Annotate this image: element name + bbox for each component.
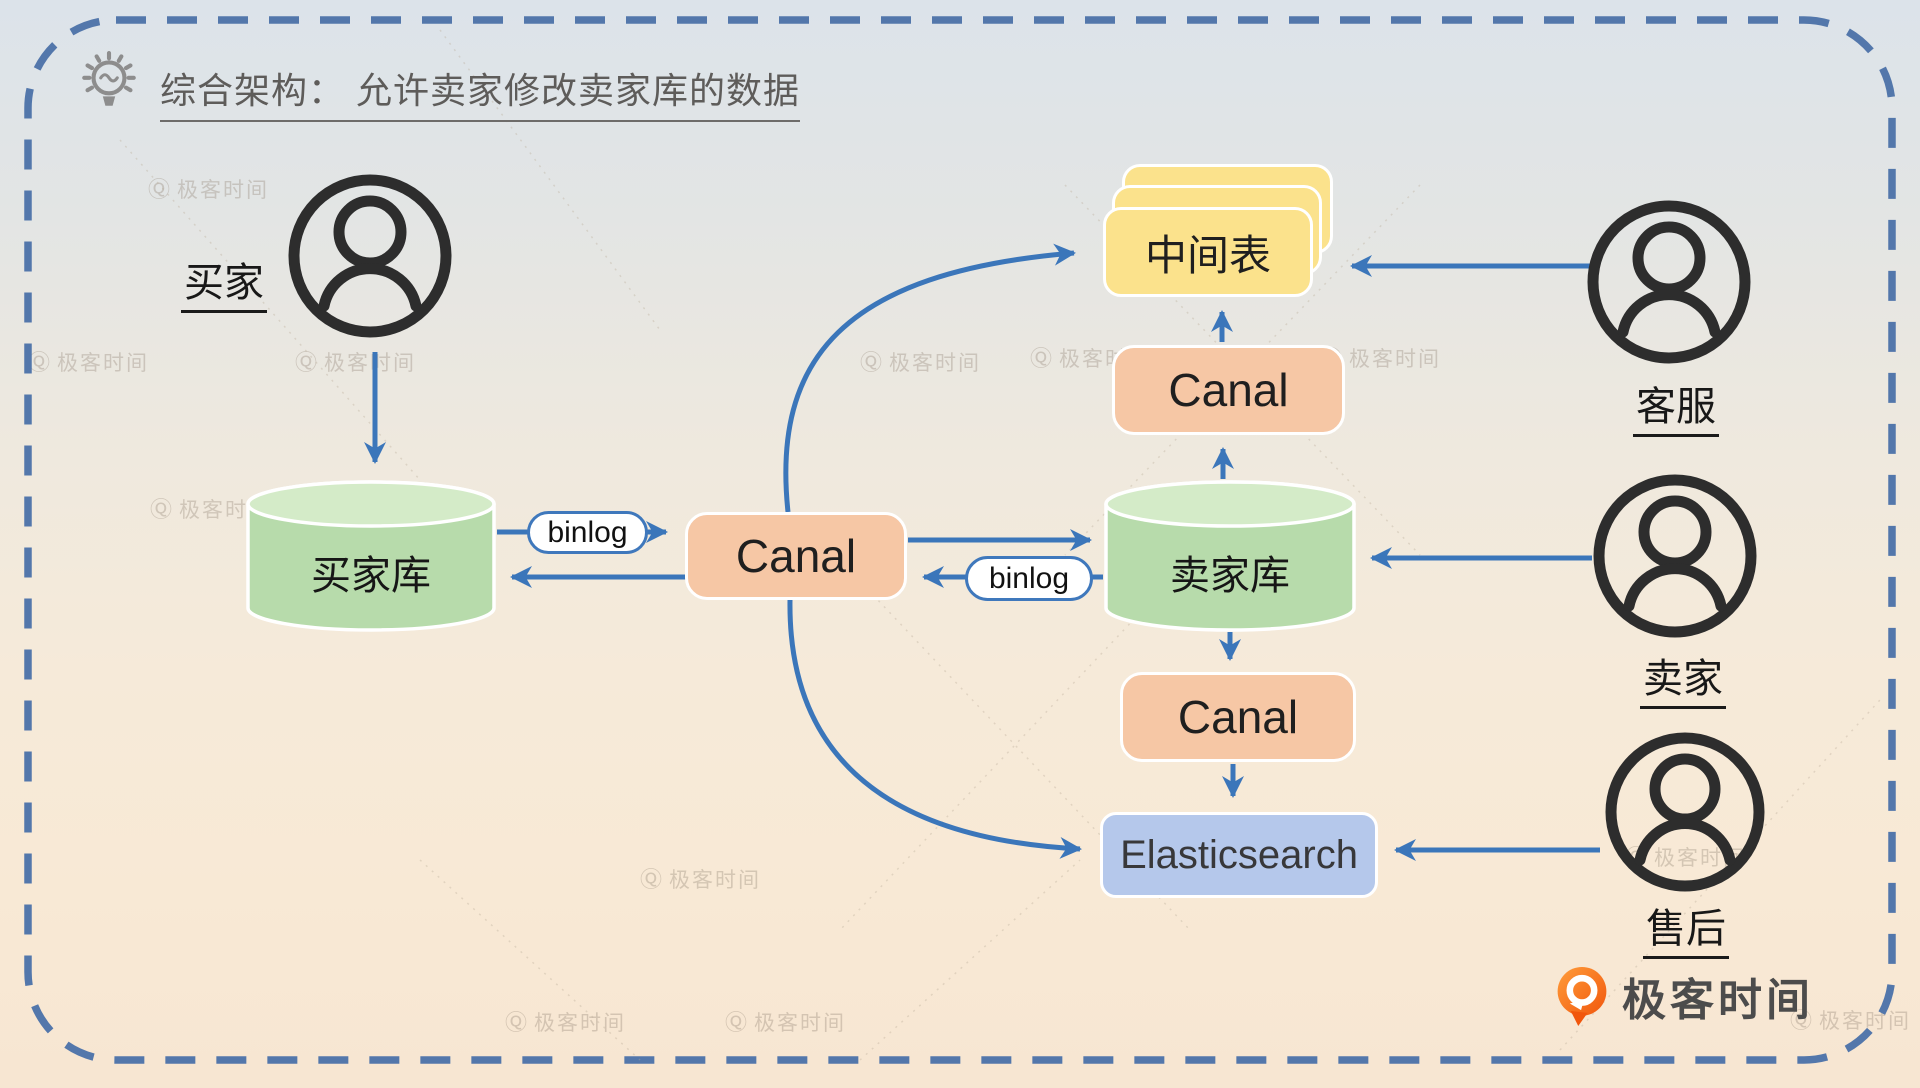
curve-canal-to-es bbox=[787, 599, 1082, 859]
slide-title-text: 综合架构： 允许卖家修改卖家库的数据 bbox=[160, 70, 801, 122]
dashed-frame-border bbox=[24, 16, 1896, 1064]
seller-person-icon bbox=[1593, 474, 1757, 638]
watermark: 极客时间 bbox=[505, 1005, 626, 1037]
buyer-db-cylinder bbox=[246, 480, 496, 632]
watermark: 极客时间 bbox=[860, 345, 981, 377]
lightbulb-base bbox=[102, 96, 116, 106]
watermark: 极客时间 bbox=[1790, 1003, 1911, 1035]
geektime-logo: 极客时间 bbox=[1552, 964, 1814, 1028]
buyer-label: 买家 bbox=[144, 250, 304, 313]
support-label: 客服 bbox=[1596, 374, 1756, 437]
watermark: 极客时间 bbox=[640, 862, 761, 894]
watermark: 极客时间 bbox=[1320, 341, 1441, 373]
middle-table-node: 中间表 bbox=[1103, 207, 1313, 297]
binlog-pill-right: binlog bbox=[965, 556, 1093, 601]
buyer-person-icon bbox=[288, 174, 452, 338]
watermark: 极客时间 bbox=[1625, 840, 1746, 872]
seller-label: 卖家 bbox=[1603, 646, 1763, 709]
seller-db-cylinder bbox=[1104, 480, 1356, 632]
watermark: 极客时间 bbox=[725, 1005, 846, 1037]
watermark: 极客时间 bbox=[28, 345, 149, 377]
aftersales-label: 售后 bbox=[1606, 896, 1766, 959]
lightbulb-icon bbox=[82, 51, 136, 106]
geektime-logo-text: 极客时间 bbox=[1622, 976, 1814, 1025]
canal-bottom-node: Canal bbox=[1120, 672, 1356, 762]
watermark: 极客时间 bbox=[148, 172, 269, 204]
geektime-q-icon bbox=[1557, 966, 1607, 1026]
seller-db-label: 卖家库 bbox=[1170, 554, 1290, 598]
curve-canal-to-table bbox=[783, 243, 1076, 513]
slide-title: 综合架构： 允许卖家修改卖家库的数据 bbox=[160, 62, 801, 122]
elasticsearch-node: Elasticsearch bbox=[1100, 812, 1378, 898]
canal-top-node: Canal bbox=[1112, 345, 1345, 435]
aftersales-person-icon bbox=[1605, 732, 1765, 892]
watermark: 极客时间 bbox=[295, 345, 416, 377]
binlog-pill-left: binlog bbox=[527, 511, 648, 554]
support-person-icon bbox=[1587, 200, 1751, 364]
canal-center-node: Canal bbox=[685, 512, 907, 600]
buyer-db-label: 买家库 bbox=[311, 554, 431, 598]
